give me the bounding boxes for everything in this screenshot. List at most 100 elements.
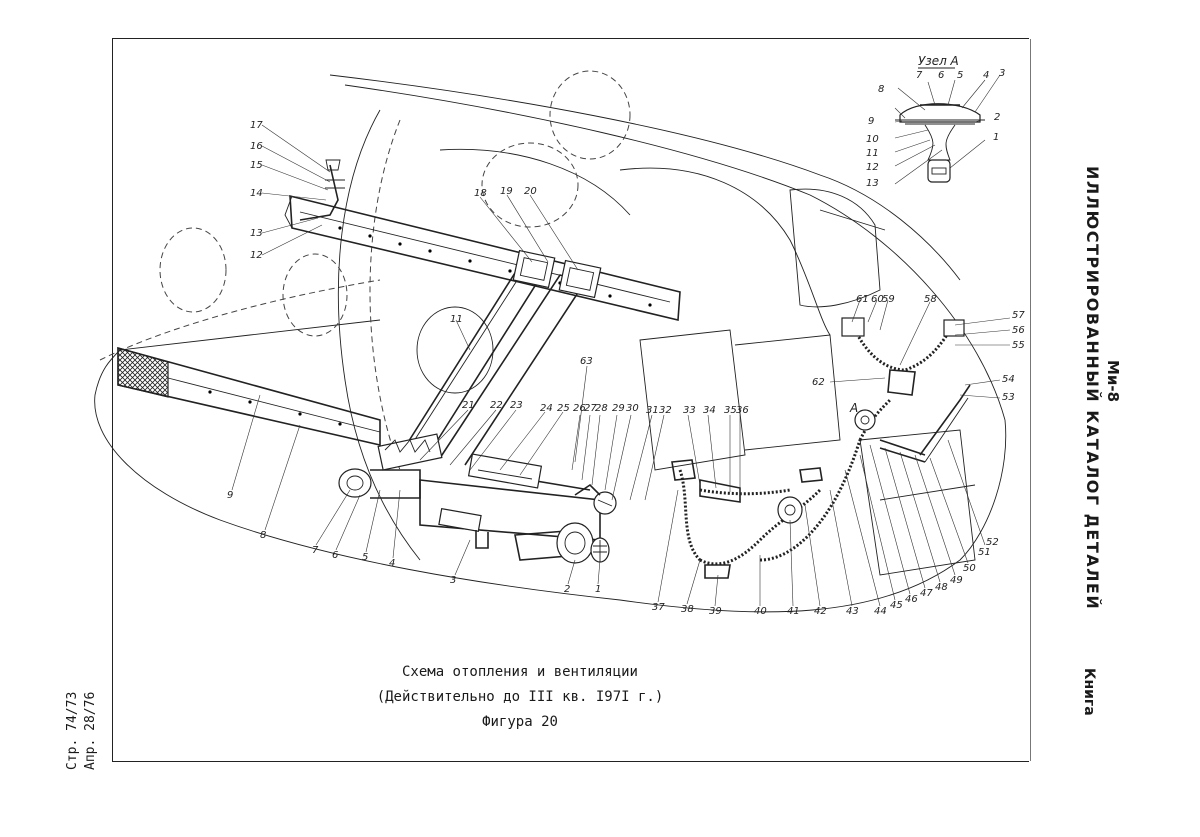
callout: 23 xyxy=(510,400,523,411)
callout: 27 xyxy=(584,403,597,414)
fuselage-outline xyxy=(94,74,1007,613)
cabin-windows xyxy=(159,70,631,394)
book-label: Книга xyxy=(1081,668,1097,716)
callout: 28 xyxy=(595,403,608,414)
callout: 30 xyxy=(626,403,639,414)
callout: 54 xyxy=(1002,374,1015,385)
callout: 50 xyxy=(963,563,976,574)
corrugated-hoses xyxy=(671,317,971,579)
callout: 22 xyxy=(490,400,503,411)
figure-caption: Схема отопления и вентиляции (Действител… xyxy=(300,660,740,735)
callout: 3 xyxy=(450,575,456,586)
callout: 55 xyxy=(1012,340,1025,351)
lower-air-duct xyxy=(117,346,381,447)
callout: 43 xyxy=(846,606,859,617)
callout: 12 xyxy=(866,162,879,173)
callout: 21 xyxy=(462,400,475,411)
callout: 24 xyxy=(540,403,553,414)
node-a-marker: A xyxy=(849,401,858,415)
callout: 26 xyxy=(573,403,586,414)
callout: 42 xyxy=(814,606,827,617)
callout: 9 xyxy=(868,116,874,127)
callout: 33 xyxy=(683,405,696,416)
inset-callouts: 7 6 5 4 3 8 2 9 10 11 12 13 1 xyxy=(866,68,1005,189)
callout: 29 xyxy=(612,403,625,414)
callout: 14 xyxy=(250,188,263,199)
inset-title: Узел А xyxy=(918,54,959,68)
callout: 16 xyxy=(250,141,263,152)
callout: 38 xyxy=(681,604,694,615)
callout: 8 xyxy=(260,530,266,541)
catalog-title: ИЛЛЮСТРИРОВАННЫЙ КАТАЛОГ ДЕТАЛЕЙ xyxy=(1083,166,1102,611)
callout: 12 xyxy=(250,250,263,261)
callout: 4 xyxy=(389,558,395,569)
callout: 15 xyxy=(250,160,263,171)
figure-label: Фигура 20 xyxy=(482,714,558,730)
risers xyxy=(399,249,602,466)
upper-duct-rivets xyxy=(338,226,652,307)
leader-lines xyxy=(231,74,1011,607)
heater-assembly xyxy=(338,433,617,564)
page-date: Апр. 28/76 xyxy=(83,691,98,770)
callout: 17 xyxy=(250,120,263,131)
callout: 5 xyxy=(362,552,368,563)
callout: 18 xyxy=(474,188,487,199)
caption-title: Схема отопления и вентиляции xyxy=(401,664,638,680)
callout: 39 xyxy=(709,606,722,617)
aircraft-model: Ми-8 xyxy=(1104,360,1122,403)
callout: 45 xyxy=(890,600,903,611)
callout: 7 xyxy=(916,70,923,81)
callout: 34 xyxy=(703,405,716,416)
page-frame xyxy=(112,38,1031,762)
callout: 49 xyxy=(950,575,963,586)
page-number: Стр. 74/73 xyxy=(65,691,80,770)
callout: 11 xyxy=(450,314,463,325)
callout: 13 xyxy=(250,228,263,239)
callout: 60 xyxy=(871,294,884,305)
callout: 53 xyxy=(1002,392,1015,403)
callout: 56 xyxy=(1012,325,1025,336)
callout: 8 xyxy=(878,84,884,95)
top-left-pipe xyxy=(299,159,345,221)
callout: 20 xyxy=(524,186,537,197)
callout: 1 xyxy=(595,584,601,595)
callout: 63 xyxy=(580,356,593,367)
callout: 41 xyxy=(787,606,800,617)
callout: 3 xyxy=(999,68,1005,79)
callout: 11 xyxy=(866,148,879,159)
callout: 52 xyxy=(986,537,999,548)
callout: 2 xyxy=(994,112,1000,123)
callout: 19 xyxy=(500,186,513,197)
callout: 48 xyxy=(935,582,948,593)
callout: 31 xyxy=(646,405,659,416)
callout: 35 xyxy=(724,405,737,416)
page-info: Стр. 74/73 Апр. 28/76 xyxy=(64,692,100,770)
callout: 61 xyxy=(856,294,869,305)
callout: 57 xyxy=(1012,310,1025,321)
callout: 7 xyxy=(312,545,319,556)
callout: 10 xyxy=(866,134,879,145)
caption-validity: (Действительно до III кв. I97I г.) xyxy=(376,689,664,705)
callout: 37 xyxy=(652,602,665,613)
callout: 13 xyxy=(866,178,879,189)
callout: 4 xyxy=(983,70,989,81)
callout: 5 xyxy=(957,70,963,81)
callout: 40 xyxy=(754,606,767,617)
callout: 2 xyxy=(564,584,570,595)
node-a-inset: Узел А xyxy=(895,54,985,183)
callout: 1 xyxy=(993,132,999,143)
callout: 36 xyxy=(736,405,749,416)
callout: 44 xyxy=(874,606,887,617)
callout: 32 xyxy=(659,405,672,416)
diagram-callouts: 17 16 15 14 13 12 18 19 20 11 63 21 22 2… xyxy=(227,120,1025,617)
callout: 6 xyxy=(332,550,338,561)
callout: 6 xyxy=(938,70,944,81)
callout: 47 xyxy=(920,588,933,599)
callout: 62 xyxy=(812,377,825,388)
callout: 25 xyxy=(557,403,570,414)
callout: 58 xyxy=(924,294,937,305)
callout: 46 xyxy=(905,594,918,605)
callout: 59 xyxy=(882,294,895,305)
callout: 51 xyxy=(978,547,991,558)
